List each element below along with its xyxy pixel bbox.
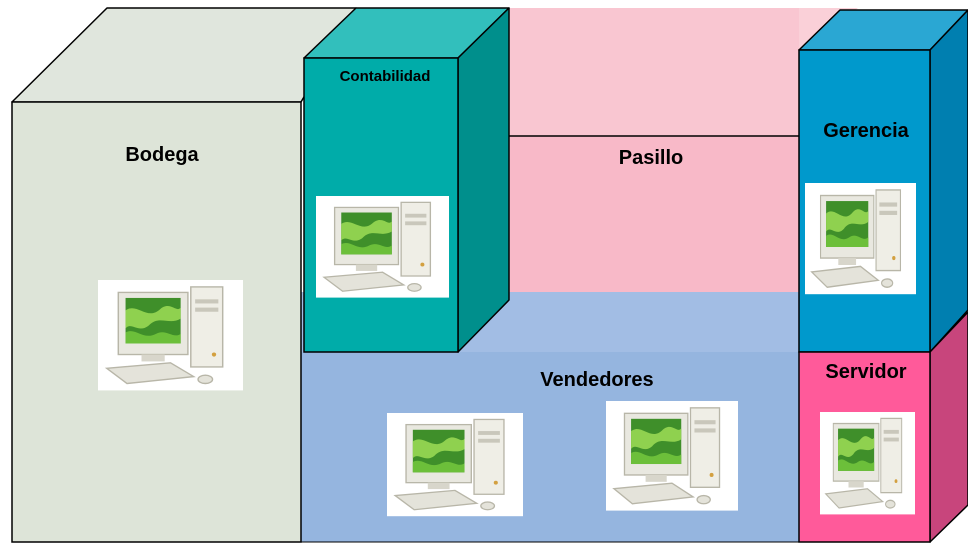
room-label-contabilidad: Contabilidad — [340, 68, 431, 85]
gerencia-computer-icon — [804, 182, 917, 295]
room-label-pasillo: Pasillo — [619, 147, 683, 169]
room-servidor: Servidor — [798, 311, 968, 543]
room-contabilidad: Contabilidad — [303, 7, 510, 353]
room-gerencia: Gerencia — [798, 9, 968, 353]
vendedores-computer-2-icon — [605, 400, 739, 512]
servidor-computer-icon — [819, 411, 916, 516]
room-vendedores: Vendedores — [301, 292, 799, 543]
bodega-computer-icon — [97, 279, 244, 392]
room-label-vendedores: Vendedores — [540, 369, 653, 391]
room-label-gerencia: Gerencia — [823, 120, 909, 142]
contabilidad-computer-icon — [315, 195, 450, 299]
room-label-servidor: Servidor — [825, 361, 906, 383]
room-bodega: Bodega — [11, 7, 357, 543]
vendedores-computer-1-icon — [386, 412, 524, 517]
room-label-bodega: Bodega — [125, 144, 199, 166]
